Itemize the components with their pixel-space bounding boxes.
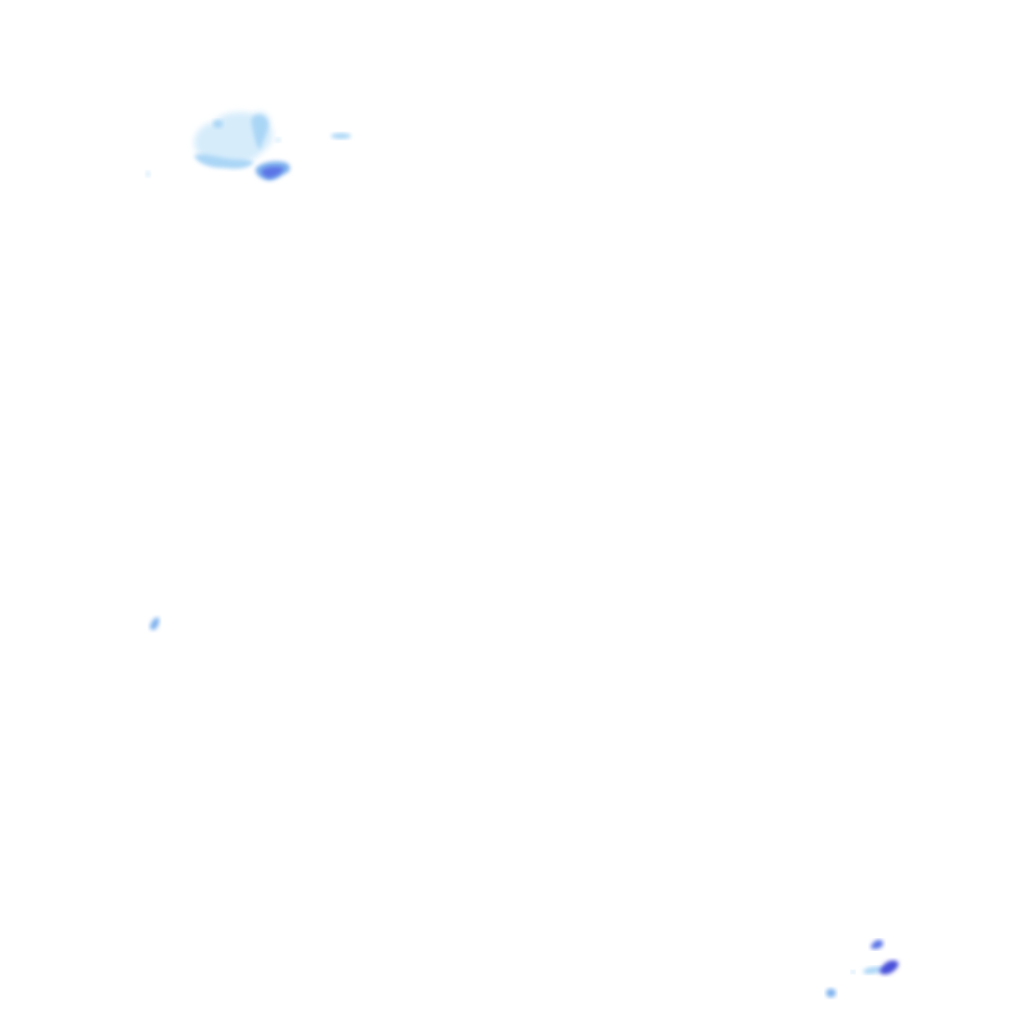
precip-echo: [275, 137, 281, 143]
precip-echo: [879, 960, 899, 975]
precip-echo: [213, 120, 223, 128]
radar-cell-north-west-cluster: [145, 111, 281, 177]
radar-cell-north-streak: [331, 133, 351, 139]
precip-echo: [194, 154, 254, 169]
precip-echo: [251, 114, 269, 150]
precip-echo: [145, 171, 151, 177]
precip-echo: [826, 988, 836, 998]
precip-echo: [149, 617, 160, 630]
precip-echo: [331, 133, 351, 139]
radar-cell-west-speck: [149, 617, 160, 630]
precip-echo: [851, 970, 855, 974]
precip-echo: [261, 166, 284, 178]
radar-cell-north-west-core: [255, 161, 290, 181]
precip-echo: [863, 966, 886, 974]
radar-cell-south-east-cluster: [826, 939, 899, 998]
precip-echo: [870, 939, 884, 949]
